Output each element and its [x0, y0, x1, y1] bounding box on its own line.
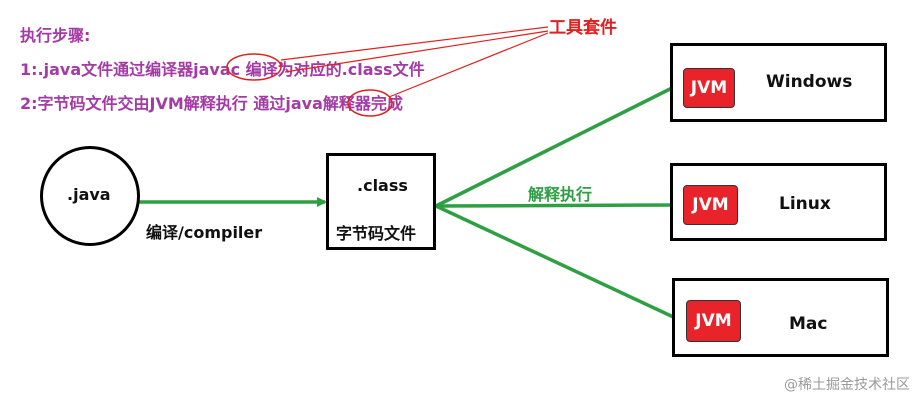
jvm-badge-linux: JVM: [683, 185, 738, 225]
bytecode-box: [326, 153, 436, 250]
notes-title: 执行步骤:: [20, 26, 91, 45]
arrow-to-mac: [435, 204, 686, 324]
javac-highlight-circle: [226, 53, 282, 81]
compile-label: 编译/compiler: [146, 223, 263, 242]
tool-line-2: [284, 30, 549, 73]
target-box-mac: [672, 278, 889, 357]
notes-step-2: 2:字节码文件交由JVM解释执行 通过java解释器完成: [20, 94, 403, 113]
tool-suite-label: 工具套件: [549, 18, 617, 38]
notes-block: 执行步骤: 1:.java文件通过编译器javac 编译为对应的.class文件…: [20, 22, 425, 124]
interpret-label: 解释执行: [528, 185, 593, 204]
arrow-to-linux: [435, 200, 682, 211]
os-label-mac: Mac: [789, 314, 828, 334]
watermark: @稀土掘金技术社区: [784, 377, 910, 393]
jvm-badge-windows: JVM: [683, 68, 735, 108]
jvm-badge-mac: JVM: [686, 300, 741, 342]
os-label-linux: Linux: [779, 194, 831, 214]
java-source-label: .java: [67, 185, 111, 204]
bytecode-name: 字节码文件: [336, 224, 417, 243]
java-highlight-circle: [347, 89, 393, 117]
tool-line-1: [280, 26, 549, 61]
notes-step-1: 1:.java文件通过编译器javac 编译为对应的.class文件: [20, 60, 425, 79]
tool-line-3: [388, 32, 549, 98]
java-source-circle: [40, 146, 140, 246]
bytecode-ext: .class: [357, 176, 408, 195]
os-label-windows: Windows: [766, 72, 853, 92]
arrow-to-windows: [435, 82, 682, 208]
